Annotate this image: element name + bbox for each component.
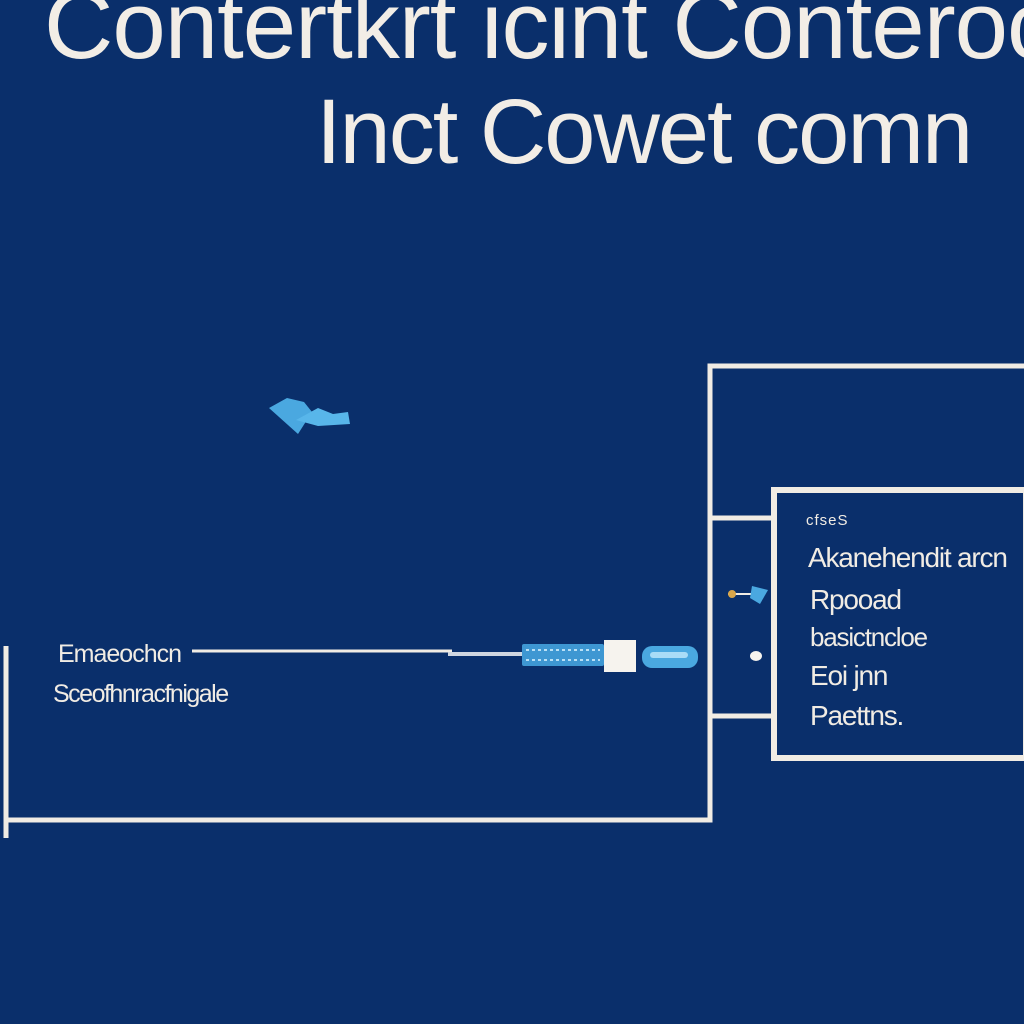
panel-row: Rpooad <box>810 584 902 615</box>
panel-row: Eoi jnn <box>810 660 888 691</box>
left-label-bottom: Sceofhnracfnigale <box>53 680 229 708</box>
signal-wire <box>192 649 526 656</box>
title-line-2: Inct Cowet comn <box>316 81 973 183</box>
panel-header: cfseS <box>806 512 849 529</box>
title-line-1: Contertkrt icint Conteroc <box>44 0 1024 79</box>
info-panel <box>771 487 1024 761</box>
left-label-top: Emaeochcn <box>58 640 182 668</box>
outer-frame <box>3 363 1024 838</box>
cable-connector-icon <box>522 640 698 672</box>
panel-row: Akanehendit arcn <box>808 542 1008 573</box>
bird-icon <box>269 398 350 434</box>
panel-row: Paettns. <box>810 700 904 731</box>
inner-rails <box>710 515 774 719</box>
panel-connector <box>728 586 768 661</box>
panel-row: basictncloe <box>810 622 928 652</box>
